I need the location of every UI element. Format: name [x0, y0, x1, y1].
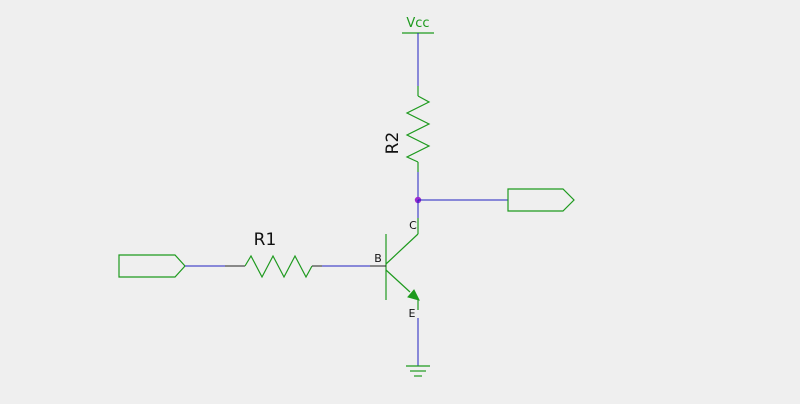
- r1-zigzag: [244, 254, 313, 279]
- r2-zigzag: [405, 95, 431, 163]
- npn-transistor[interactable]: [385, 218, 420, 310]
- vcc-label: Vcc: [406, 16, 429, 31]
- vcc-supply[interactable]: Vcc: [402, 16, 434, 34]
- base-pin-label: B: [374, 252, 382, 265]
- emitter-pin-label: E: [409, 307, 416, 320]
- r2-label: R2: [383, 132, 403, 155]
- input-port-shape: [118, 254, 186, 278]
- input-port[interactable]: [118, 254, 186, 278]
- collector-diagonal: [385, 233, 419, 265]
- collector-pin-label: C: [409, 219, 417, 232]
- output-port[interactable]: [507, 188, 575, 212]
- r1-label: R1: [254, 230, 277, 250]
- emitter-diagonal: [385, 269, 411, 293]
- resistor-r1[interactable]: [244, 254, 313, 279]
- resistor-r2[interactable]: [405, 86, 431, 172]
- ground-symbol[interactable]: [406, 365, 430, 377]
- output-port-shape: [507, 188, 575, 212]
- emitter-arrow: [407, 289, 420, 301]
